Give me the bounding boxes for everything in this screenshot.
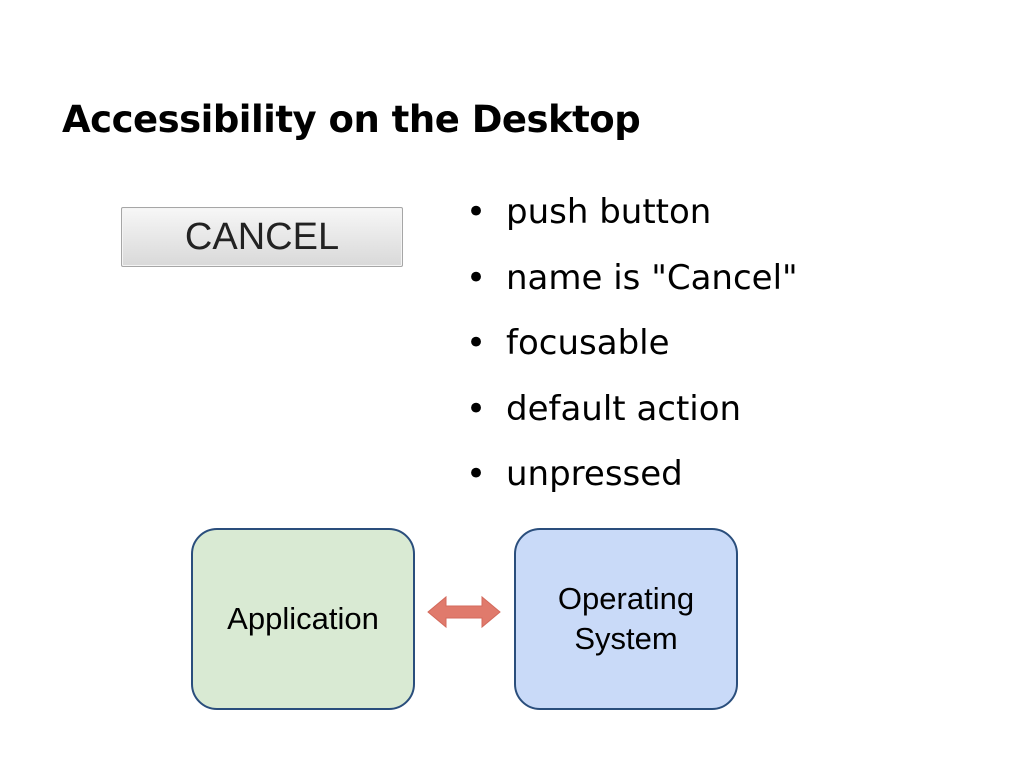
bullet-icon: •: [466, 454, 487, 495]
list-item: • push button: [466, 192, 798, 258]
property-label: name is "Cancel": [506, 257, 798, 298]
left-right-arrow-icon: [427, 595, 501, 629]
cancel-button[interactable]: CANCEL: [121, 207, 403, 267]
property-label: default action: [506, 388, 742, 429]
properties-list: • push button • name is "Cancel" • focus…: [466, 192, 798, 520]
slide-title: Accessibility on the Desktop: [62, 98, 641, 141]
bullet-icon: •: [466, 388, 487, 429]
property-label: push button: [506, 192, 712, 232]
list-item: • default action: [466, 389, 798, 455]
property-label: unpressed: [506, 454, 683, 495]
list-item: • unpressed: [466, 454, 798, 520]
list-item: • name is "Cancel": [466, 258, 798, 324]
bullet-icon: •: [466, 323, 487, 364]
application-box: Application: [191, 528, 415, 710]
application-label: Application: [227, 601, 379, 636]
bullet-icon: •: [466, 192, 487, 232]
operating-system-label: Operating System: [557, 581, 695, 656]
operating-system-box: Operating System: [514, 528, 738, 710]
list-item: • focusable: [466, 323, 798, 389]
property-label: focusable: [506, 323, 670, 364]
bullet-icon: •: [466, 257, 487, 298]
arrow-shape: [427, 595, 501, 629]
